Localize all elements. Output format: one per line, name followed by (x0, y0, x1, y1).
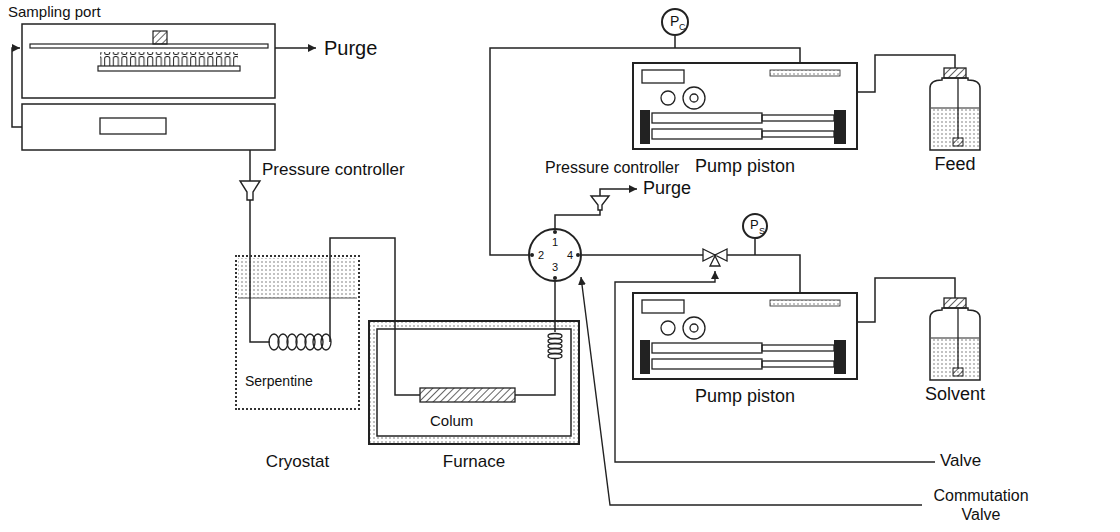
port-dot (530, 253, 534, 257)
bottle-drawing (930, 298, 980, 380)
gauge-symbol: P (750, 217, 759, 233)
coil-turn (321, 334, 331, 350)
reservoir-label: Solvent (925, 384, 985, 406)
purge-arrow (600, 189, 637, 196)
port-number: 2 (538, 249, 544, 262)
coil-turn (548, 334, 562, 339)
preheat-coil (548, 334, 562, 359)
sampler-probe (153, 31, 167, 44)
vial-tray (100, 52, 238, 66)
transfer-line (12, 48, 22, 127)
tubing-connector (249, 150, 251, 255)
pump-drawing (640, 300, 846, 374)
furnace-oven: ColumFurnace (368, 320, 580, 445)
valve-label: Commutation Valve (925, 486, 1037, 524)
sampler-housing (22, 24, 275, 98)
purge-arrow (275, 47, 316, 49)
reservoir-bottle: Feed (930, 68, 980, 150)
commutation-valve: 1234 (528, 228, 582, 282)
column-label: Colum (430, 412, 473, 430)
analyser-housing (22, 104, 275, 150)
pump-unit: Pump piston (632, 292, 858, 380)
gauge-subscript: C (679, 22, 686, 33)
bottle-drawing (930, 68, 980, 150)
purge-line (555, 210, 600, 228)
purge-label: Purge (324, 36, 377, 60)
leader-arrow (581, 277, 922, 505)
tubing-connector (554, 282, 556, 320)
port-number: 3 (552, 261, 558, 274)
reservoir-label: Feed (934, 154, 975, 176)
analyser-display (100, 118, 166, 134)
coil-turn (548, 339, 562, 344)
pump-label: Pump piston (695, 386, 795, 408)
port-dot (576, 253, 580, 257)
cryostat-label: Cryostat (266, 452, 329, 472)
furnace-insulation (370, 322, 578, 443)
pump-unit: Pump piston (632, 62, 858, 150)
port-dot (553, 276, 557, 280)
tubing (395, 320, 555, 395)
coil-turn (548, 354, 562, 359)
gauge-subscript: S (759, 226, 765, 237)
gauge-symbol: P (670, 13, 679, 30)
pressure-controller-symbol (591, 196, 609, 210)
tubing (250, 255, 330, 342)
valve-actuator (710, 256, 720, 266)
coil-turn (548, 344, 562, 349)
pump-label: Pump piston (695, 156, 795, 178)
purge-label: Purge (643, 178, 691, 200)
pressure-controller-symbol (240, 181, 260, 200)
tubing-connector (490, 48, 800, 255)
unit-heading: Sampling port (8, 3, 101, 21)
coil-label: Serpentine (245, 373, 313, 390)
liquid-surface (238, 298, 357, 299)
sampler-rail (30, 44, 268, 48)
serpentine-coil (269, 334, 331, 350)
vial-tray-base (98, 66, 240, 71)
reservoir-bottle: Solvent (930, 298, 980, 380)
furnace-label: Furnace (443, 452, 505, 472)
controller-label: Pressure controller (262, 160, 405, 180)
autosampler-unit: Sampling port (22, 24, 275, 150)
pressure-gauge: PC (661, 8, 689, 36)
furnace-chamber (377, 329, 571, 436)
packed-column (420, 388, 515, 402)
valve-label: Valve (940, 451, 981, 471)
pump-drawing (640, 70, 846, 144)
port-dot (553, 230, 557, 234)
port-number: 1 (552, 236, 558, 249)
leader-arrow (615, 271, 935, 462)
valve-ports (530, 230, 580, 280)
coil-turn (548, 349, 562, 354)
port-number: 4 (567, 249, 573, 262)
cryostat-bath: SerpentineCryostat (235, 255, 360, 410)
controller-label: Pressure controller (545, 158, 679, 177)
cryostat-liquid (238, 258, 357, 298)
pressure-gauge: PS (742, 213, 768, 239)
